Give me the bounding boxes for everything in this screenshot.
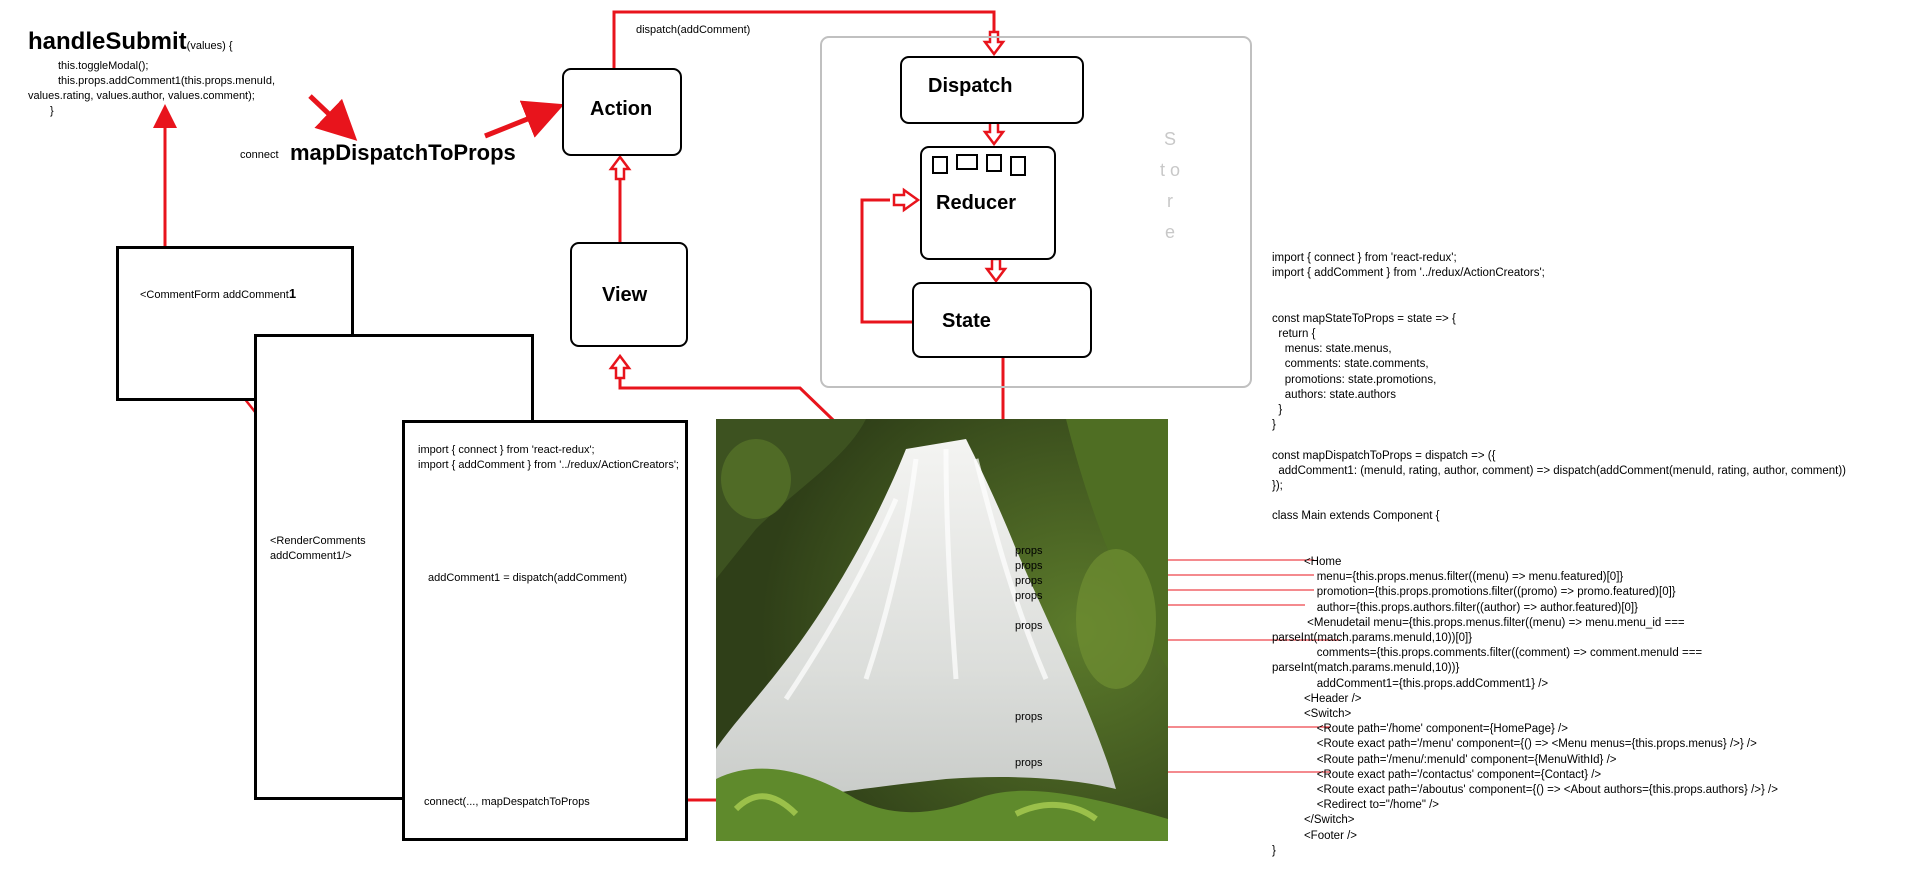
props-label-2: props (1015, 560, 1043, 572)
main-code-line: <Menudetail menu={this.props.menus.filte… (1272, 616, 1685, 629)
dispatch-node: Dispatch (900, 56, 1084, 124)
main-code-line: <Footer /> (1272, 829, 1358, 842)
props-label-4: props (1015, 590, 1043, 602)
action-to-dispatch-line (612, 10, 996, 68)
main-code-line: promotion={this.props.promotions.filter(… (1272, 586, 1676, 599)
state-label: State (942, 310, 991, 332)
inner-connect: connect(..., mapDespatchToProps (424, 796, 590, 808)
props-label-1: props (1015, 545, 1043, 557)
main-code-line: import { addComment } from '../redux/Act… (1272, 267, 1545, 280)
render-comments-line-1: <RenderComments (270, 535, 366, 547)
comment-form-suffix: 1 (288, 286, 297, 301)
handle-submit-name: handleSubmit (28, 28, 187, 55)
view-label: View (602, 284, 648, 306)
main-code-line: comments={this.props.comments.filter((co… (1272, 647, 1703, 660)
inner-import-1: import { connect } from 'react-redux'; (418, 444, 595, 456)
main-component-code: import { connect } from 'react-redux'; im… (1272, 252, 1912, 857)
main-code-line: }); (1272, 480, 1283, 492)
props-label-5: props (1015, 620, 1043, 632)
handle-submit-line-3: values.rating, values.author, values.com… (28, 90, 255, 102)
handle-submit-line-1: this.toggleModal(); (58, 60, 149, 72)
main-code-line: <Route exact path='/contactus' component… (1272, 768, 1602, 781)
reducer-slot-4-icon (1010, 156, 1026, 176)
props-label-7: props (1015, 757, 1043, 769)
reducer-slot-3-icon (986, 154, 1002, 172)
main-code-line: <Header /> (1272, 692, 1362, 705)
connect-to-view-arrowhead (608, 353, 632, 380)
props-label-3: props (1015, 575, 1043, 587)
main-code-line: <Redirect to="/home" /> (1272, 799, 1440, 812)
waterfall-photo (716, 419, 1168, 841)
main-code-line: addComment1: (menuId, rating, author, co… (1272, 464, 1846, 477)
main-code-line: import { connect } from 'react-redux'; (1272, 252, 1457, 264)
main-code-line: menus: state.menus, (1272, 343, 1392, 356)
view-to-action-arrowhead (608, 154, 632, 181)
main-code-line: </Switch> (1272, 814, 1355, 827)
state-to-reducer-loop (860, 198, 912, 324)
view-node: View (570, 242, 688, 347)
main-code-line: const mapStateToProps = state => { (1272, 312, 1456, 325)
dispatch-add-comment-label: dispatch(addComment) (636, 24, 751, 36)
state-node: State (912, 282, 1092, 358)
action-to-dispatch-arrowhead (982, 30, 1006, 57)
main-code-line: menu={this.props.menus.filter((menu) => … (1272, 571, 1624, 584)
connect-label: connect (240, 149, 279, 161)
comment-form-text: <CommentForm addComment1 (140, 286, 296, 303)
map-dispatch-label: mapDispatchToProps (290, 140, 516, 165)
dish-detail-box (402, 420, 688, 841)
main-code-line: <Route exact path='/aboutus' component={… (1272, 784, 1778, 796)
main-code-line: } (1272, 404, 1283, 416)
main-code-line: <Home (1272, 556, 1342, 568)
props-label-6: props (1015, 711, 1043, 723)
main-code-line: addComment1={this.props.addComment1} /> (1272, 677, 1549, 690)
waterfall-image (716, 419, 1168, 841)
state-to-reducer-arrowhead (892, 187, 921, 213)
comment-form-tag: <CommentForm addComment (140, 289, 289, 301)
handle-submit-title: handleSubmit(values) { (28, 28, 233, 56)
main-code-line: } (1272, 844, 1276, 857)
main-code-line: parseInt(match.params.menuId,10))} (1272, 662, 1460, 675)
action-label: Action (590, 98, 653, 120)
inner-import-2: import { addComment } from '../redux/Act… (418, 459, 679, 471)
main-code-line: parseInt(match.params.menuId,10))[0]} (1272, 632, 1473, 644)
main-code-line: author={this.props.authors.filter((autho… (1272, 601, 1638, 614)
inner-assign: addComment1 = dispatch(addComment) (428, 572, 628, 584)
handle-submit-line-2: this.props.addComment1(this.props.menuId… (58, 75, 276, 87)
render-comments-line-2: addComment1/> (270, 550, 352, 562)
main-code-line: return { (1272, 328, 1316, 340)
mapdispatch-to-action-arrow (484, 100, 565, 139)
handlesubmit-to-mapdispatch-arrow (308, 94, 358, 141)
main-code-line: class Main extends Component { (1272, 510, 1440, 523)
main-code-line: promotions: state.promotions, (1272, 373, 1437, 386)
main-code-line: <Route path='/menu/:menuId' component={M… (1272, 753, 1617, 766)
main-code-line: const mapDispatchToProps = dispatch => (… (1272, 449, 1496, 462)
reducer-slot-2-icon (956, 154, 978, 170)
store-label: S t o r e (1160, 129, 1181, 242)
reducer-label: Reducer (936, 192, 1017, 214)
main-code-line: authors: state.authors (1272, 388, 1397, 401)
main-code-line: } (1272, 419, 1276, 432)
handle-submit-args: (values) { (186, 40, 233, 52)
action-node: Action (562, 68, 682, 156)
reducer-slot-1-icon (932, 156, 948, 174)
store-container (820, 36, 1252, 388)
dispatch-label: Dispatch (928, 75, 1013, 97)
main-code-line: <Switch> (1272, 708, 1352, 720)
main-code-line: comments: state.comments, (1272, 358, 1429, 371)
main-code-line: <Route path='/home' component={HomePage}… (1272, 723, 1568, 736)
main-code-line: <Route exact path='/menu' component={() … (1272, 738, 1757, 751)
handle-submit-line-4: } (50, 105, 54, 117)
reducer-node: Reducer (920, 146, 1056, 260)
